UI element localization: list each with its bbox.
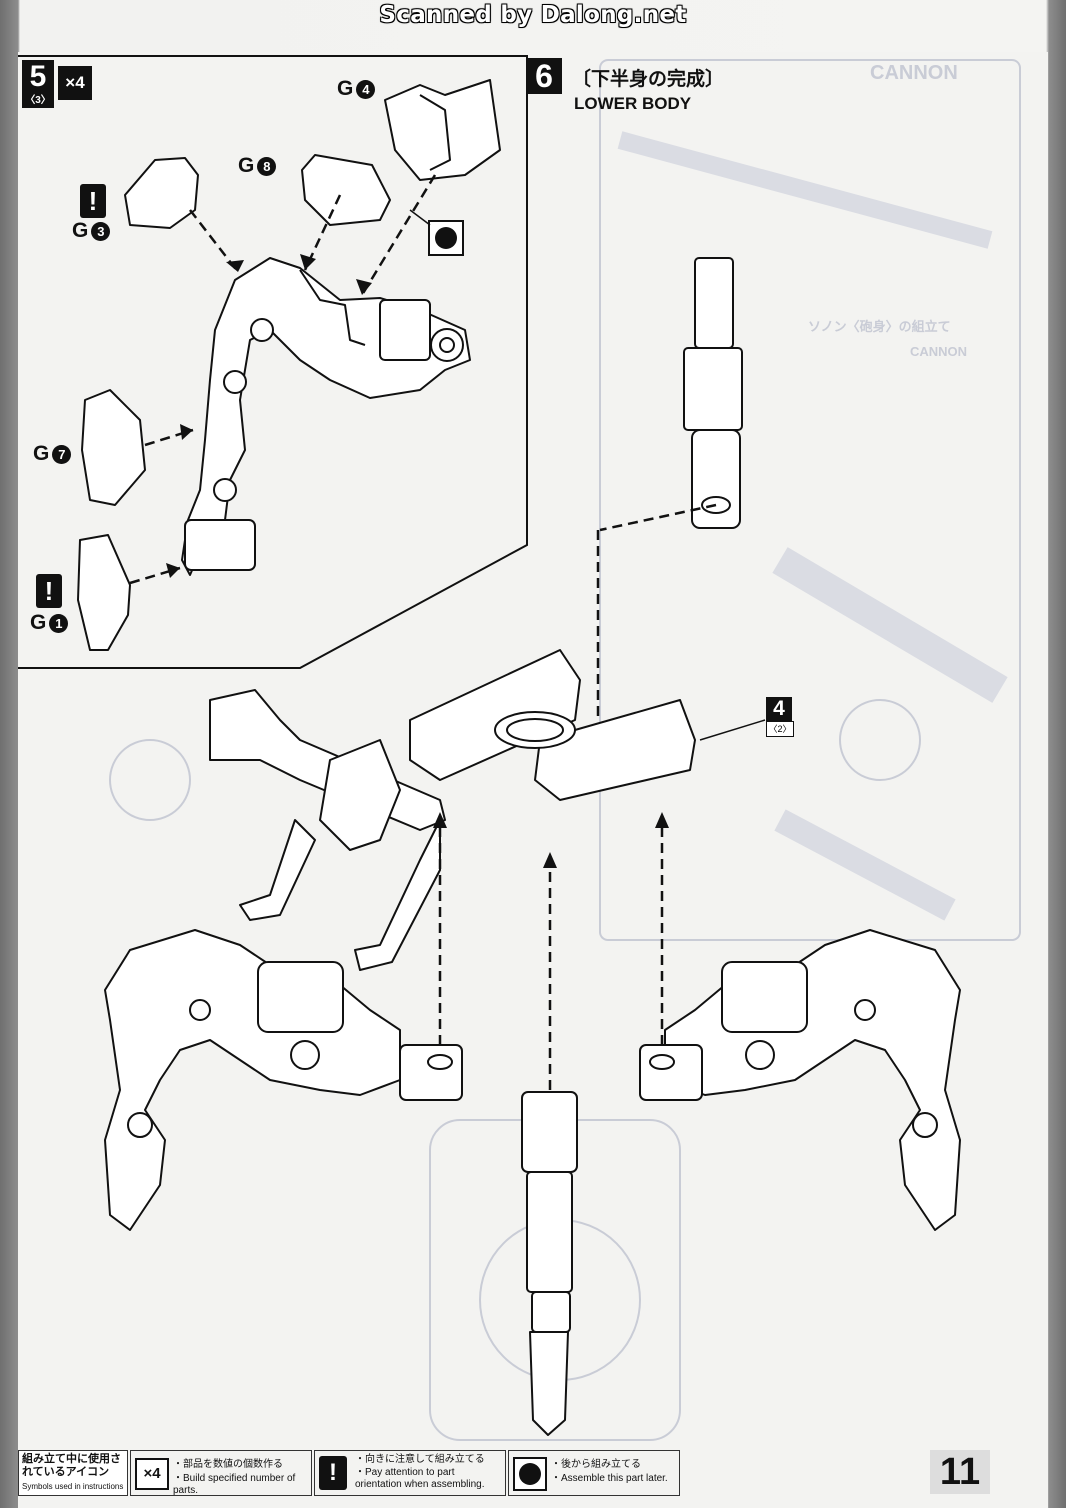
- orientation-warning-icon: !: [36, 574, 62, 608]
- bleed-cannon-text-2: CANNON: [910, 344, 968, 359]
- step5-multiplier: ×4: [58, 66, 92, 100]
- legend-item-jp: ・向きに注意して組み立てる: [355, 1454, 485, 1465]
- multiply-icon: ×4: [135, 1458, 169, 1490]
- legend-heading-jp: 組み立て中に使用されているアイコン: [22, 1453, 121, 1478]
- step5-number: 5: [22, 60, 54, 94]
- legend-item-en: ・Assemble this part later.: [551, 1473, 668, 1484]
- legend-item-multiply: ×4 ・部品を数値の個数作る ・Build specified number o…: [130, 1450, 312, 1496]
- legend-item-later: ・後から組み立てる ・Assemble this part later.: [508, 1450, 680, 1496]
- assemble-later-icon: [428, 220, 464, 256]
- legend-item-en: ・Pay attention to part orientation when …: [355, 1467, 485, 1490]
- warning-icon: !: [319, 1456, 347, 1490]
- bleed-cannon-text: CANNON: [870, 62, 958, 84]
- watermark: Scanned by Dalong.net: [379, 2, 687, 28]
- step6-number: 6: [526, 58, 562, 94]
- page-number: 11: [930, 1450, 990, 1494]
- step5-sub: 〈3〉: [22, 94, 54, 108]
- step6-title-en: LOWER BODY: [574, 94, 692, 113]
- legend-item-jp: ・部品を数値の個数作る: [173, 1459, 283, 1470]
- icon-legend: 組み立て中に使用されているアイコン Symbols used in instru…: [18, 1450, 680, 1496]
- step-ref-number: 4: [766, 697, 792, 721]
- step6-title-jp: 〔下半身の完成〕: [572, 69, 725, 90]
- legend-heading: 組み立て中に使用されているアイコン Symbols used in instru…: [18, 1450, 128, 1496]
- bleed-cannon-jp-text: ソノン〈砲身〉の組立て: [808, 319, 951, 334]
- legend-item-orientation: ! ・向きに注意して組み立てる ・Pay attention to part o…: [314, 1450, 506, 1496]
- legend-heading-en: Symbols used in instructions: [22, 1482, 124, 1491]
- orientation-warning-icon: !: [80, 184, 106, 218]
- legend-item-jp: ・後から組み立てる: [551, 1459, 641, 1470]
- step-ref-sub: 〈2〉: [766, 721, 794, 737]
- assemble-later-icon: [513, 1457, 547, 1491]
- legend-item-en: ・Build specified number of parts.: [173, 1473, 296, 1496]
